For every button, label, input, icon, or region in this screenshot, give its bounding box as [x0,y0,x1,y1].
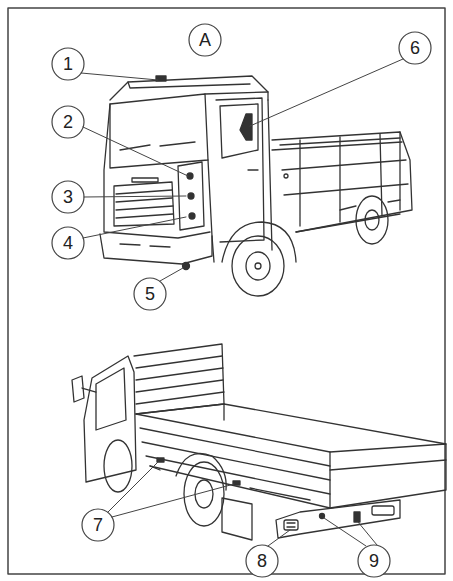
callout-number: 2 [63,113,73,131]
callout-number: 4 [63,234,73,252]
frame [8,8,445,574]
truck-rear-view [72,344,446,540]
view-letter: A [199,31,211,49]
callout-number: 3 [63,188,73,206]
callout-number: 7 [93,516,103,534]
truck-front-view [100,76,412,296]
callout-number: 9 [369,552,379,570]
callout-number: 5 [145,285,155,303]
callout-number: 1 [63,55,73,73]
callout-circles [52,24,431,577]
callout-number: 6 [410,39,420,57]
callout-number: 8 [257,552,267,570]
leader-lines [81,59,403,546]
